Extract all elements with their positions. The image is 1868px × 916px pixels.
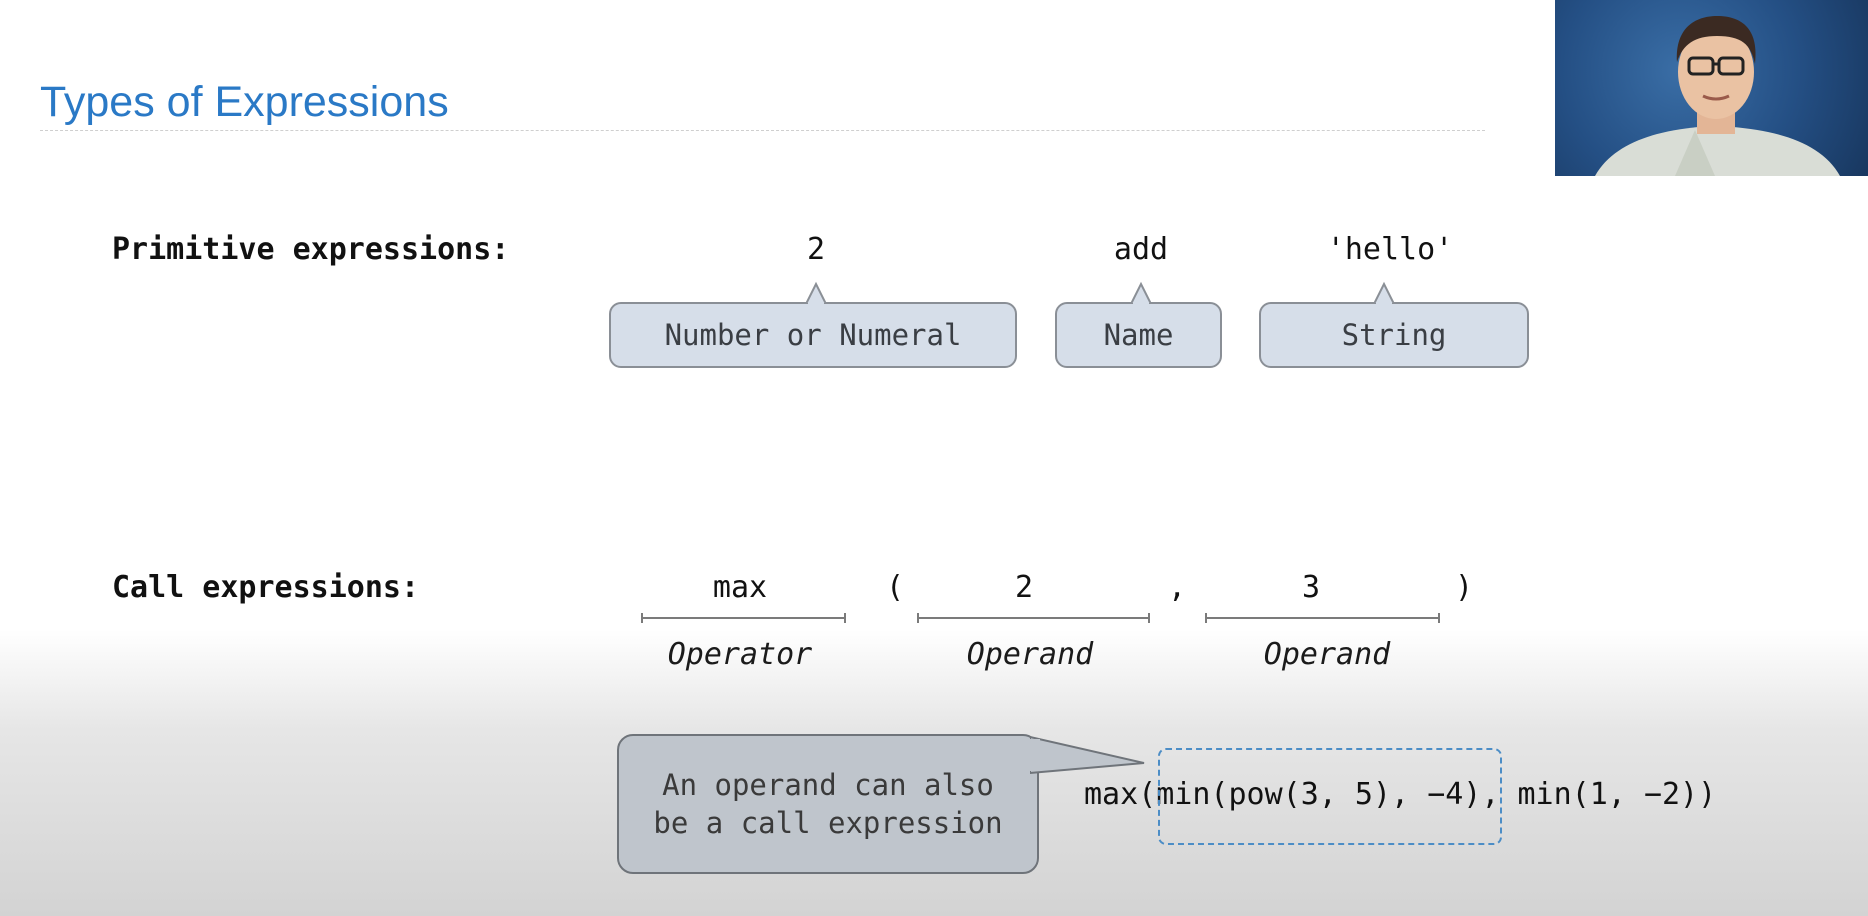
primitive-number-example: 2 [806, 232, 826, 267]
name-callout-pointer [1131, 281, 1151, 304]
presenter-figure [1595, 16, 1840, 176]
number-callout-pointer [806, 281, 826, 304]
name-callout: Name [1055, 302, 1222, 368]
title-divider [40, 130, 1485, 131]
call-expressions-label: Call expressions: [112, 570, 420, 605]
primitive-name-example: add [1113, 232, 1169, 267]
nested-operand-callout: An operand can also be a call expression [617, 734, 1039, 874]
nested-callout-line-1: An operand can also [662, 768, 994, 802]
nested-operand-highlight [1158, 748, 1502, 845]
number-or-numeral-callout: Number or Numeral [609, 302, 1017, 368]
slide-title: Types of Expressions [40, 78, 449, 126]
callout-tail [1030, 735, 1145, 775]
call-operand-2: 3 [1301, 570, 1321, 605]
operand-2-bracket [1205, 613, 1440, 623]
call-open-paren: ( [885, 570, 905, 605]
operand-1-bracket [917, 613, 1150, 623]
string-callout: String [1259, 302, 1529, 368]
call-operand-1: 2 [1014, 570, 1034, 605]
operand-1-role-label: Operand [966, 637, 1094, 672]
string-callout-pointer [1374, 281, 1394, 304]
call-operator: max [712, 570, 768, 605]
call-comma: , [1167, 570, 1187, 605]
primitive-expressions-label: Primitive expressions: [112, 232, 510, 267]
presenter-webcam [1555, 0, 1868, 176]
operator-bracket [641, 613, 846, 623]
operator-role-label: Operator [667, 637, 813, 672]
nested-call-expression: max(min(pow(3, 5), −4), min(1, −2)) [1084, 777, 1717, 812]
primitive-string-example: 'hello' [1326, 232, 1454, 267]
operand-2-role-label: Operand [1263, 637, 1391, 672]
nested-callout-line-2: be a call expression [653, 806, 1003, 840]
call-close-paren: ) [1454, 570, 1474, 605]
